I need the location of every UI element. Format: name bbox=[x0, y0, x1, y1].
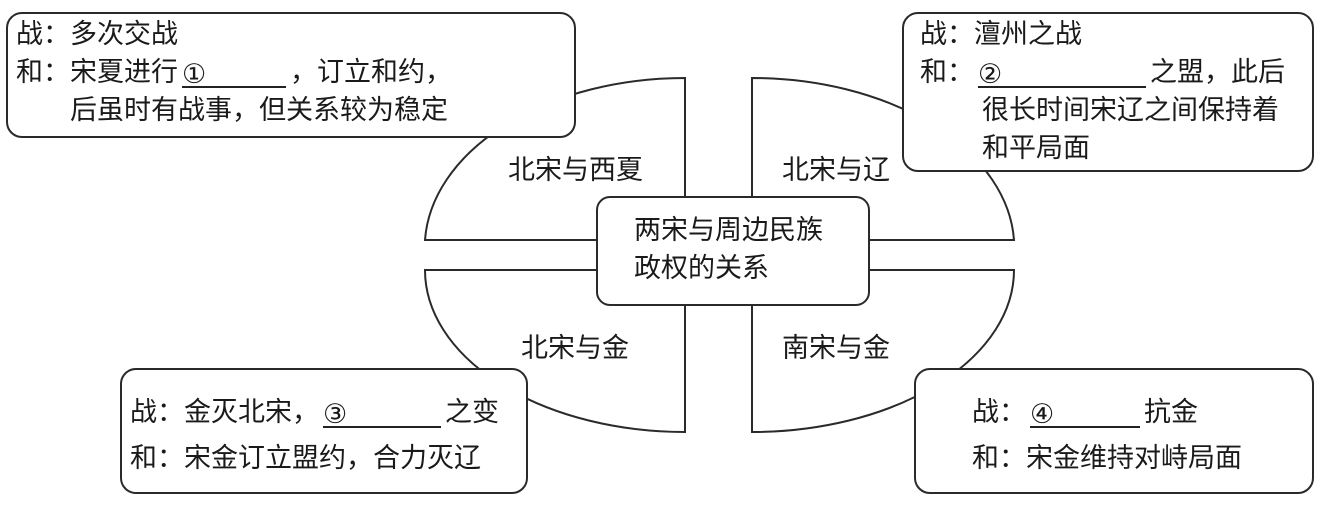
xixia-war-text: 多次交战 bbox=[70, 19, 178, 50]
marker-3: ③ bbox=[323, 399, 348, 430]
jin-north-war-before: 金灭北宋， bbox=[184, 397, 319, 428]
center-title-line2: 政权的关系 bbox=[634, 253, 769, 284]
quadrant-label-jin-south: 南宋与金 bbox=[782, 333, 890, 364]
jin-north-war-line: 战：金灭北宋，③ 之变 bbox=[130, 396, 499, 430]
blank-4[interactable]: ④ bbox=[1030, 398, 1140, 430]
liao-war-prefix: 战： bbox=[920, 19, 974, 50]
liao-peace-prefix: 和： bbox=[920, 57, 974, 88]
quadrant-label-xixia: 北宋与西夏 bbox=[508, 155, 643, 186]
xixia-peace-after: ，订立和约， bbox=[290, 57, 452, 88]
jin-north-peace-line: 和：宋金订立盟约，合力灭辽 bbox=[130, 442, 481, 476]
blank-3[interactable]: ③ bbox=[323, 398, 441, 430]
jin-south-peace-prefix: 和： bbox=[972, 443, 1026, 474]
box-jin-south bbox=[914, 368, 1314, 494]
box-jin-north bbox=[120, 368, 528, 494]
marker-4: ④ bbox=[1030, 399, 1055, 430]
liao-peace-line2: 很长时间宋辽之间保持着 bbox=[982, 95, 1279, 126]
liao-war-text: 澶州之战 bbox=[974, 19, 1082, 50]
liao-peace-line: 和：② 之盟，此后 bbox=[920, 56, 1285, 90]
jin-south-war-line: 战：④ 抗金 bbox=[972, 396, 1198, 430]
jin-south-peace-line: 和：宋金维持对峙局面 bbox=[972, 442, 1242, 476]
quadrant-label-liao: 北宋与辽 bbox=[782, 155, 890, 186]
xixia-peace-prefix: 和： bbox=[16, 57, 70, 88]
jin-north-peace-prefix: 和： bbox=[130, 443, 184, 474]
box-xixia bbox=[6, 12, 576, 138]
jin-north-peace-text: 宋金订立盟约，合力灭辽 bbox=[184, 443, 481, 474]
jin-south-peace-text: 宋金维持对峙局面 bbox=[1026, 443, 1242, 474]
blank-1[interactable]: ① bbox=[182, 58, 286, 90]
jin-north-war-after: 之变 bbox=[445, 397, 499, 428]
quadrant-label-jin-north: 北宋与金 bbox=[521, 333, 629, 364]
jin-south-war-after: 抗金 bbox=[1144, 397, 1198, 428]
box-liao bbox=[902, 12, 1314, 172]
marker-2: ② bbox=[978, 59, 1003, 90]
jin-south-war-prefix: 战： bbox=[972, 397, 1026, 428]
center-title-line1: 两宋与周边民族 bbox=[634, 215, 823, 246]
liao-peace-after: 之盟，此后 bbox=[1150, 57, 1285, 88]
xixia-peace-line2: 后虽时有战事，但关系较为稳定 bbox=[70, 95, 448, 126]
xixia-peace-before: 宋夏进行 bbox=[70, 57, 178, 88]
marker-1: ① bbox=[182, 59, 207, 90]
liao-war-line: 战：澶州之战 bbox=[920, 18, 1082, 52]
center-box bbox=[596, 196, 870, 306]
blank-2[interactable]: ② bbox=[978, 58, 1146, 90]
xixia-war-prefix: 战： bbox=[16, 19, 70, 50]
liao-peace-line3: 和平局面 bbox=[982, 133, 1090, 164]
jin-north-war-prefix: 战： bbox=[130, 397, 184, 428]
xixia-war-line: 战：多次交战 bbox=[16, 18, 178, 52]
